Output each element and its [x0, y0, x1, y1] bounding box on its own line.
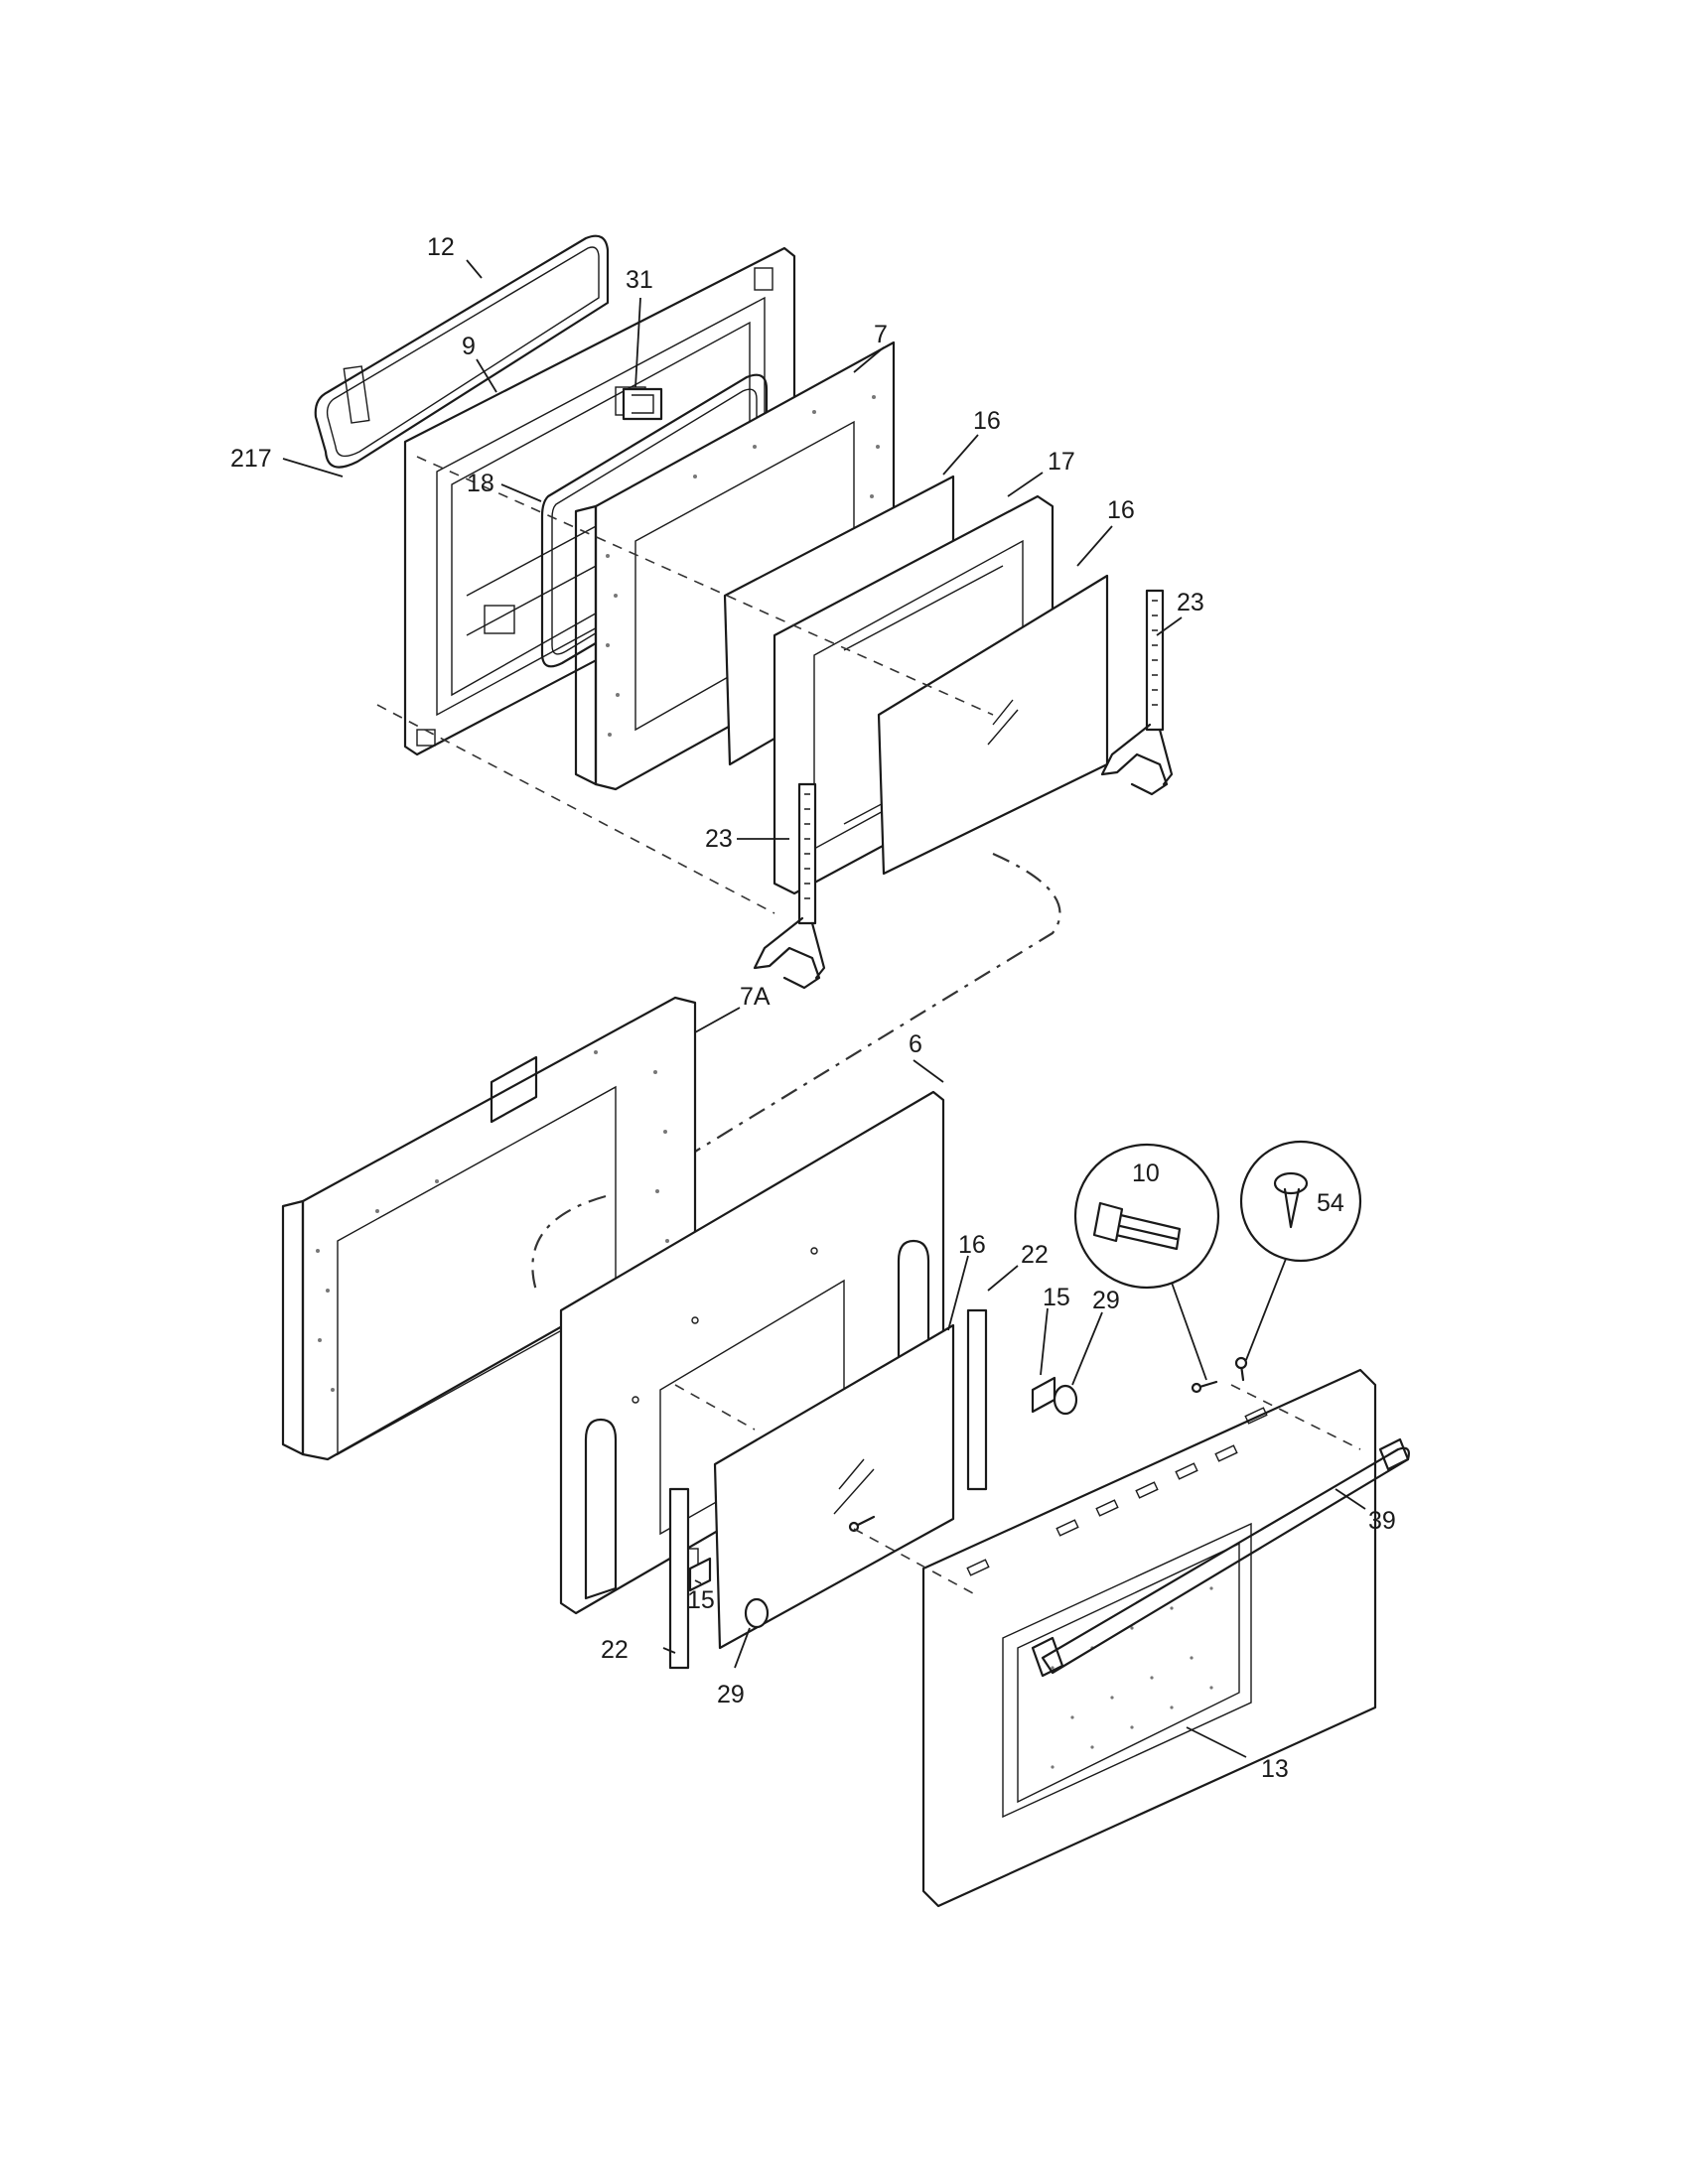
- callout-29-right: 29: [1092, 1287, 1120, 1314]
- detail-circle-54: [1239, 1140, 1362, 1361]
- callout-13: 13: [1261, 1755, 1289, 1783]
- part-15-clip-left: [688, 1557, 712, 1592]
- part-23-hinge-left: [753, 782, 826, 990]
- callout-217: 217: [230, 445, 272, 473]
- callout-18: 18: [467, 470, 494, 497]
- assembly-line-lower-1: [674, 1384, 756, 1431]
- callout-22-left: 22: [601, 1636, 629, 1664]
- part-22-channel-left: [668, 1487, 699, 1670]
- callout-23-left: 23: [705, 825, 733, 853]
- callout-54: 54: [1317, 1189, 1344, 1217]
- part-13-outer-door: [921, 1368, 1377, 1908]
- part-16-glass-pane-lower: [713, 1323, 955, 1650]
- callout-12: 12: [427, 233, 455, 261]
- callout-17: 17: [1048, 448, 1075, 476]
- part-12-gasket: [314, 234, 610, 469]
- callout-15-right: 15: [1043, 1284, 1070, 1311]
- callout-15-left: 15: [687, 1586, 715, 1614]
- detail-circle-10: [1073, 1143, 1220, 1381]
- callout-10: 10: [1132, 1160, 1160, 1187]
- screw-10-small: [1191, 1380, 1218, 1394]
- callout-6: 6: [909, 1030, 922, 1058]
- part-29-bumper-right: [1053, 1384, 1078, 1416]
- callout-23-right: 23: [1177, 589, 1204, 616]
- assembly-line-lower-2: [853, 1528, 974, 1594]
- callout-16-lower: 16: [958, 1231, 986, 1259]
- callout-39: 39: [1368, 1507, 1396, 1535]
- part-29-bumper-left: [744, 1597, 770, 1629]
- part-39-handle: [1031, 1437, 1410, 1678]
- callout-7A: 7A: [740, 983, 771, 1011]
- assembly-line-dashdot-upper: [694, 852, 1061, 1153]
- part-15-clip-right: [1031, 1376, 1056, 1414]
- part-31-bracket: [622, 387, 663, 421]
- assembly-line-upper-1: [416, 456, 994, 716]
- callout-29-left: 29: [717, 1681, 745, 1708]
- part-9-inner-liner: [403, 246, 796, 756]
- callout-22-right: 22: [1021, 1241, 1049, 1269]
- assembly-line-upper-2: [376, 704, 775, 914]
- screw-54-small: [1234, 1356, 1248, 1382]
- screw-lower-small: [848, 1515, 876, 1533]
- callout-9: 9: [462, 333, 476, 360]
- part-6-inner-panel: [559, 1090, 945, 1615]
- callout-16-upper-front: 16: [1107, 496, 1135, 524]
- assembly-line-dashdot-lower: [531, 1194, 607, 1292]
- part-22-channel-right: [966, 1308, 988, 1491]
- callout-7: 7: [874, 321, 888, 348]
- leader-lines: [282, 259, 1366, 1758]
- callout-16-upper: 16: [973, 407, 1001, 435]
- part-23-hinge-right: [1100, 589, 1174, 796]
- assembly-line-lower-3: [1230, 1384, 1361, 1450]
- callout-31: 31: [626, 266, 653, 294]
